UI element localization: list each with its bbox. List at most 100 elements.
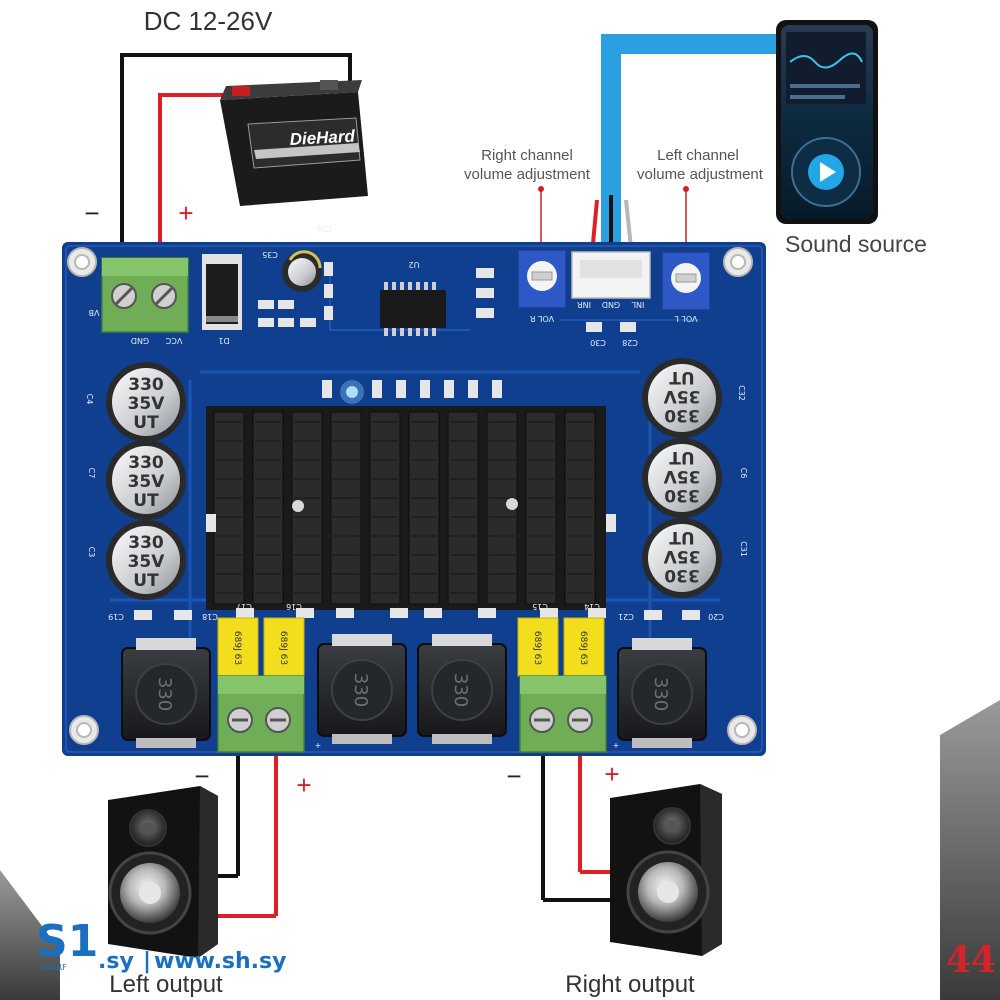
inductor-marking: 330 xyxy=(154,677,175,711)
battery: DieHard xyxy=(220,80,368,206)
watermark-logo: S1 xyxy=(36,916,98,967)
film-cap-marking: 689J 63 xyxy=(532,631,542,665)
film-cap-2: 689J 63 xyxy=(263,617,305,677)
capacitor-marking: 330 xyxy=(128,533,164,553)
silk-c31: C31 xyxy=(739,541,748,557)
small-capacitor xyxy=(282,250,322,292)
smd-caps-lower xyxy=(134,514,700,620)
inductor-4: 330 xyxy=(617,638,707,748)
silk-inr: INR xyxy=(577,300,591,309)
film-cap-marking: 689J 63 xyxy=(578,631,588,665)
power-terminal-block xyxy=(101,257,189,333)
diode-d1 xyxy=(202,254,242,330)
silk-c14: C14 xyxy=(584,602,600,611)
ic-u2 xyxy=(380,282,446,336)
watermark: S1 SHARF .sy | www.sh.sy 44 xyxy=(36,916,996,981)
silk-vol-l: VOL L xyxy=(674,314,698,323)
watermark-divider: | xyxy=(143,949,151,974)
film-capacitor-group: 689J 63 689J 63 689J 63 689J 63 xyxy=(217,617,605,677)
film-cap-marking: 689J 63 xyxy=(232,631,242,665)
inductor-2: 330 xyxy=(317,634,407,744)
capacitor-marking: 35V xyxy=(663,386,701,406)
right-output-plus-sign: + xyxy=(604,759,619,789)
film-cap-3: 689J 63 xyxy=(517,617,559,677)
silk-c16: C16 xyxy=(286,602,302,611)
silk-c28: C28 xyxy=(622,338,638,347)
silk-c17: C17 xyxy=(236,602,252,611)
capacitor-marking: UT xyxy=(669,447,695,467)
inductor-marking: 330 xyxy=(450,673,471,707)
left-output-plus-sign: + xyxy=(296,770,311,800)
capacitor-marking: UT xyxy=(669,527,695,547)
right-output-terminal xyxy=(519,675,607,753)
smd-caps-row xyxy=(322,380,502,398)
capacitor-marking: 330 xyxy=(128,453,164,473)
right-output-minus-sign: − xyxy=(506,761,521,791)
smd-caps-audio xyxy=(586,322,636,332)
grey-corner-left xyxy=(0,870,60,1000)
inductor-marking: 330 xyxy=(650,677,671,711)
left-output-minus-sign: − xyxy=(194,761,209,791)
silk-c18: C18 xyxy=(202,612,218,621)
grey-corner-right xyxy=(940,700,1000,1000)
silk-c21: C21 xyxy=(618,612,634,621)
silk-d1: D1 xyxy=(218,336,229,345)
silk-c15: C15 xyxy=(532,602,548,611)
silk-c3: C3 xyxy=(87,547,96,558)
silk-c20: C20 xyxy=(708,612,724,621)
capacitor-marking: 35V xyxy=(128,552,166,572)
right-volume-label-line1: Right channel xyxy=(481,147,573,164)
right-volume-knob[interactable] xyxy=(517,249,567,309)
supply-positive-wire xyxy=(158,93,240,300)
silk-left-plus: + xyxy=(315,741,322,750)
silk-c36: C36 xyxy=(316,224,332,233)
watermark-corner: 44 xyxy=(946,939,996,981)
watermark-logo-sub: SHARF xyxy=(40,963,67,972)
capacitor-marking: 330 xyxy=(664,485,700,505)
capacitor-marking: 330 xyxy=(664,405,700,425)
left-volume-label-line1: Left channel xyxy=(657,147,739,164)
left-output-label: Left output xyxy=(109,971,223,998)
right-output-label: Right output xyxy=(565,971,695,998)
silk-c32: C32 xyxy=(737,385,746,401)
inductor-marking: 330 xyxy=(350,673,371,707)
capacitor-marking: UT xyxy=(133,571,159,591)
film-cap-marking: 689J 63 xyxy=(278,631,288,665)
silk-u2: U2 xyxy=(409,260,420,269)
capacitor-marking: 330 xyxy=(664,565,700,585)
capacitor-marking: 35V xyxy=(663,546,701,566)
silk-inl: INL xyxy=(631,300,644,309)
silk-c30: C30 xyxy=(590,338,606,347)
silk-c4: C4 xyxy=(85,394,94,405)
battery-brand: DieHard xyxy=(289,127,356,149)
left-output-terminal xyxy=(217,675,305,753)
film-cap-1: 689J 63 xyxy=(217,617,259,677)
watermark-suffix: .sy xyxy=(98,949,134,974)
sound-source-player xyxy=(776,20,878,224)
inductor-1: 330 xyxy=(121,638,211,748)
capacitor-marking: UT xyxy=(133,491,159,511)
silk-c6: C6 xyxy=(739,468,748,479)
smd-resistors-top xyxy=(258,262,494,327)
capacitor-marking: 35V xyxy=(128,394,166,414)
watermark-url: www.sh.sy xyxy=(154,949,286,974)
silk-c19: C19 xyxy=(108,612,124,621)
right-volume-label-line2: volume adjustment xyxy=(464,166,591,183)
capacitor-marking: UT xyxy=(669,367,695,387)
capacitor-marking: UT xyxy=(133,413,159,433)
capacitor-marking: 330 xyxy=(128,375,164,395)
silk-vol-r: VOL R xyxy=(529,314,554,323)
film-cap-4: 689J 63 xyxy=(563,617,605,677)
supply-minus-sign: − xyxy=(84,198,99,228)
silk-right-plus: + xyxy=(613,741,620,750)
left-speaker xyxy=(108,786,218,958)
sound-source-label: Sound source xyxy=(785,231,927,257)
left-volume-knob[interactable] xyxy=(661,251,711,311)
